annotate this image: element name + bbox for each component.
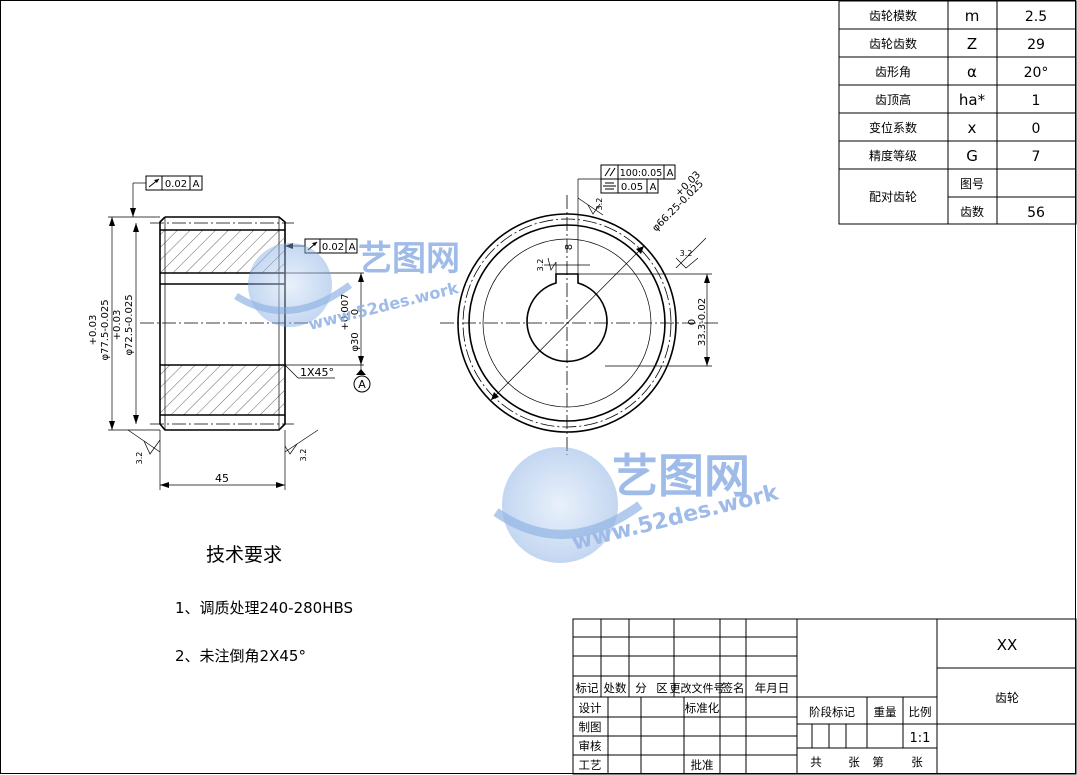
mating-teeth-value: 56: [1027, 205, 1045, 221]
svg-text:3.2: 3.2: [595, 198, 604, 211]
title-block: 标记 处数 分 区 更改文件号 签名 年月日 设计 标准化 制图 审核 工艺 批…: [572, 618, 1077, 775]
dim-inner-diameter-tol: +0.03: [112, 310, 123, 341]
dim-keyway-depth: 33.3-0.02: [697, 298, 708, 346]
dim-chamfer: 1X45°: [300, 366, 334, 379]
tb-standardize: 标准化: [685, 701, 720, 715]
rev-header-zone-a: 分: [635, 681, 647, 695]
param-label-pressure-angle: 齿形角: [875, 65, 911, 79]
param-symbol-addendum: ha*: [959, 91, 986, 109]
rev-header-date: 年月日: [755, 681, 790, 695]
roughness-symbol-face: 3.2: [577, 198, 604, 216]
rev-header-count: 处数: [604, 681, 627, 695]
dim-inner-diameter: φ72.5-0.025: [124, 294, 135, 355]
tb-material: XX: [997, 636, 1018, 654]
runout-tolerance-frame-face: 0.02 A: [130, 175, 203, 217]
mating-drawing-no-label: 图号: [960, 177, 984, 191]
param-value-pressure-angle: 20°: [1024, 65, 1049, 81]
roughness-symbol-keyway: 3.2: [536, 257, 557, 272]
param-label-module: 齿轮模数: [869, 8, 917, 23]
watermark-brand-upper: 艺图网: [358, 239, 460, 279]
tb-check: 审核: [579, 739, 602, 753]
tb-sheet-unit-1: 张: [848, 755, 860, 769]
tb-part-name: 齿轮: [995, 691, 1019, 705]
mating-teeth-label: 齿数: [960, 204, 984, 219]
svg-text:0.02: 0.02: [165, 179, 187, 190]
tb-draw: 制图: [579, 720, 602, 734]
param-symbol-shift: x: [968, 119, 977, 137]
dim-keyway-depth-tol: 0: [687, 319, 698, 325]
gear-parameter-table: 齿轮模数 m 2.5 齿轮齿数 Z 29 齿形角 α 20° 齿顶高 ha* 1…: [838, 0, 1077, 225]
tb-sheet-no: 第: [872, 755, 884, 769]
svg-text:0.02: 0.02: [322, 242, 344, 253]
param-value-shift: 0: [1032, 121, 1041, 137]
tb-process: 工艺: [579, 758, 602, 772]
tech-req-item-1: 1、调质处理240-280HBS: [175, 599, 353, 617]
param-label-accuracy: 精度等级: [869, 148, 917, 163]
rev-header-mark: 标记: [576, 681, 599, 695]
rev-header-signature: 签名: [722, 681, 745, 695]
svg-text:A: A: [349, 242, 356, 253]
rev-header-change-doc: 更改文件号: [670, 681, 725, 695]
svg-text:3.2: 3.2: [680, 249, 693, 258]
param-label-teeth: 齿轮齿数: [869, 36, 917, 51]
param-label-addendum: 齿顶高: [875, 92, 911, 107]
param-value-accuracy: 7: [1032, 149, 1041, 165]
dim-outer-diameter-tol: +0.03: [88, 315, 99, 346]
svg-text:100:0.05: 100:0.05: [620, 168, 663, 179]
section-view: φ77.5-0.025 +0.03 φ72.5-0.025 +0.03 φ30 …: [88, 175, 371, 490]
dim-keyway-width: 8: [564, 244, 575, 250]
param-symbol-module: m: [965, 7, 980, 25]
param-symbol-teeth: Z: [967, 35, 977, 53]
tb-weight: 重量: [874, 705, 897, 719]
front-view: φ66.25-0.025 +0.03 8 33.3-0.02 0 3.2 3.2: [440, 164, 720, 455]
root-circle: [468, 224, 666, 422]
tb-sheet-total: 共: [810, 755, 822, 769]
svg-text:3.2: 3.2: [299, 449, 308, 462]
roughness-symbol-right: 3.2: [284, 429, 319, 462]
hub-circle: [482, 238, 652, 408]
tb-design: 设计: [579, 701, 602, 715]
tb-scale-value: 1:1: [910, 731, 931, 746]
param-symbol-pressure-angle: α: [967, 63, 977, 81]
watermark-logo-lower: 艺图网 www.52des.work: [493, 447, 782, 563]
datum-circle: [353, 375, 371, 393]
technical-requirements: 技术要求 1、调质处理240-280HBS 2、未注倒角2X45°: [175, 544, 353, 665]
dim-outer-diameter: φ77.5-0.025: [100, 299, 111, 360]
dim-bore-tol-upper: +0.007: [340, 293, 351, 330]
tech-req-item-2: 2、未注倒角2X45°: [175, 647, 306, 665]
pitch-circle: [462, 218, 672, 428]
svg-text:A: A: [193, 179, 200, 190]
param-symbol-accuracy: G: [966, 147, 978, 165]
rev-header-zone-b: 区: [656, 681, 668, 695]
mating-gear-label: 配对齿轮: [869, 190, 917, 204]
tb-approve: 批准: [691, 758, 714, 772]
svg-text:A: A: [667, 168, 674, 179]
param-label-shift: 变位系数: [869, 120, 917, 135]
section-hatch-bottom: [160, 365, 284, 415]
tb-scale-label: 比例: [909, 705, 932, 719]
parallelism-symmetry-frames: 100:0.05 A 0.05 A: [577, 164, 676, 262]
svg-text:3.2: 3.2: [536, 259, 545, 272]
svg-text:A: A: [650, 182, 657, 193]
param-value-addendum: 1: [1032, 93, 1041, 109]
datum-label: A: [358, 378, 366, 391]
dim-bore: φ30: [350, 332, 361, 351]
tb-stage-mark: 阶段标记: [809, 705, 855, 719]
roughness-symbol-tip: 3.2: [675, 237, 707, 269]
watermark-brand-lower: 艺图网: [612, 449, 750, 503]
svg-text:3.2: 3.2: [135, 452, 144, 465]
param-value-teeth: 29: [1027, 37, 1045, 53]
tech-req-title: 技术要求: [206, 544, 282, 566]
svg-text:0.05: 0.05: [621, 182, 643, 193]
tb-sheet-unit-2: 张: [911, 755, 923, 769]
tip-circle: [457, 213, 677, 433]
dim-bore-tol-lower: 0: [350, 309, 361, 315]
roughness-symbol-left: 3.2: [127, 429, 161, 465]
dim-width: 45: [215, 472, 229, 485]
param-value-module: 2.5: [1025, 9, 1047, 25]
